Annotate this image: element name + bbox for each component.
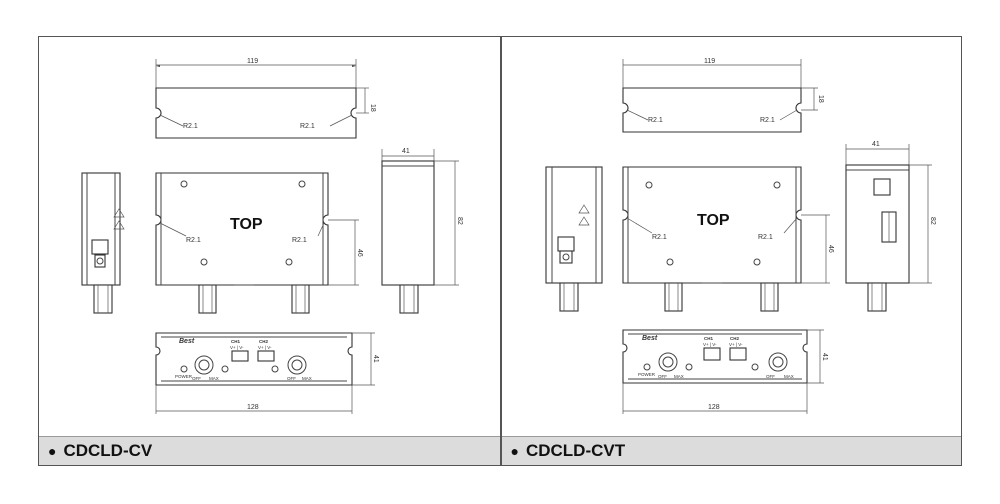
- power-label-right: POWER: [638, 372, 656, 377]
- dim-front-height-right: 41: [821, 353, 828, 361]
- radius-label-right-top-cvt: R2.1: [760, 117, 775, 124]
- ch1-pol-left: V+ | V-: [230, 345, 244, 350]
- drawing-frame: 119 18 R2.1 R2.1: [38, 36, 962, 466]
- max-label-right-2: MAX: [784, 374, 794, 379]
- top-flange-view-cvt: 119 18 R2.1 R2.1: [621, 58, 824, 133]
- dim-mount-height: 46: [356, 249, 363, 257]
- dim-front-height-left: 41: [372, 355, 379, 363]
- off-label-left-1: OFF: [192, 376, 201, 381]
- ch2-label-left: CH2: [259, 339, 268, 344]
- dim-width-top: 119: [247, 58, 258, 65]
- top-label-left: TOP: [230, 216, 263, 233]
- max-label-right-1: MAX: [674, 374, 684, 379]
- dim-height-top-cvt: 18: [817, 95, 824, 103]
- panel-cdcld-cv-drawing: 119 18 R2.1 R2.1: [81, 58, 463, 414]
- dim-height-side-right: 82: [929, 217, 936, 225]
- dim-front-width-left: 128: [247, 404, 259, 411]
- dim-width-top-cvt: 119: [704, 58, 715, 65]
- max-label-left-2: MAX: [302, 376, 312, 381]
- left-side-view: [81, 172, 125, 314]
- brand-logo-right: Best: [642, 335, 658, 342]
- radius-label-left-main: R2.1: [186, 237, 201, 244]
- radius-label-right-main-cvt: R2.1: [758, 234, 773, 241]
- top-flange-view: 119 18 R2.1 R2.1: [155, 58, 376, 139]
- bullet-icon: ●: [48, 443, 57, 459]
- ch1-label-right: CH1: [704, 336, 713, 341]
- main-top-view: TOP R2.1 R2.1 46: [155, 172, 363, 314]
- caption-right-text: CDCLD-CVT: [525, 441, 626, 460]
- dim-mount-height-cvt: 46: [827, 245, 834, 253]
- caption-left: ● CDCLD-CV: [39, 436, 500, 465]
- radius-label-right-top: R2.1: [300, 123, 315, 130]
- dim-front-width-right: 128: [708, 404, 720, 411]
- ch2-pol-right: V+ | V-: [729, 342, 743, 347]
- ch2-pol-left: V+ | V-: [258, 345, 272, 350]
- ch1-label-left: CH1: [231, 339, 240, 344]
- radius-label-right-main: R2.1: [292, 237, 307, 244]
- max-label-left-1: MAX: [209, 376, 219, 381]
- ch1-pol-right: V+ | V-: [703, 342, 717, 347]
- dim-depth-right: 41: [872, 141, 880, 148]
- panel-cdcld-cvt-drawing: 119 18 R2.1 R2.1: [544, 58, 936, 414]
- ch2-label-right: CH2: [730, 336, 739, 341]
- radius-label-left-top: R2.1: [183, 123, 198, 130]
- off-label-right-1: OFF: [658, 374, 667, 379]
- off-label-right-2: OFF: [766, 374, 775, 379]
- panel-divider: [500, 37, 502, 465]
- off-label-left-2: OFF: [287, 376, 296, 381]
- brand-logo-left: Best: [179, 338, 195, 345]
- right-side-view-cvt: 41 82: [844, 141, 936, 312]
- bullet-icon: ●: [510, 443, 519, 459]
- dim-height-side-left: 82: [456, 217, 463, 225]
- dim-height-top: 18: [369, 104, 376, 112]
- right-side-view: 41 82: [381, 148, 463, 314]
- front-panel-view-cvt: Best CH1 CH2 V+ | V- V+ | V- POWER OFF M…: [621, 329, 828, 414]
- power-label-left: POWER: [175, 374, 193, 379]
- caption-right: ● CDCLD-CVT: [501, 436, 961, 465]
- caption-left-text: CDCLD-CV: [63, 441, 153, 460]
- main-top-view-cvt: TOP R2.1 R2.1 46: [621, 166, 834, 312]
- front-panel-view: Best CH1 CH2 V+ | V- V+ | V- POWER OFF M…: [155, 332, 379, 414]
- left-side-view-cvt: [544, 166, 603, 312]
- radius-label-left-top-cvt: R2.1: [648, 117, 663, 124]
- top-label-right: TOP: [697, 212, 730, 229]
- radius-label-left-main-cvt: R2.1: [652, 234, 667, 241]
- dim-depth-left: 41: [402, 148, 410, 155]
